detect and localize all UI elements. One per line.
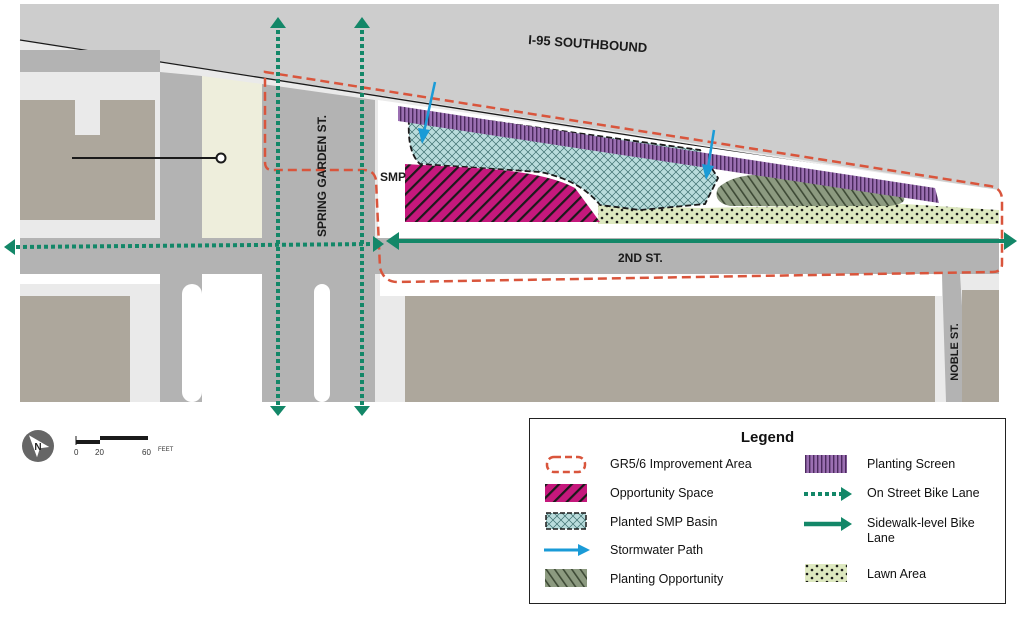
- lawn-area-swatch: [805, 564, 847, 582]
- legend-label-lawn-area: Lawn Area: [867, 567, 927, 581]
- i95-highway: [20, 4, 999, 190]
- improvement-area-swatch: [544, 454, 588, 476]
- label-2nd-st: 2ND ST.: [618, 251, 663, 265]
- label-smp: SMP: [380, 170, 406, 184]
- lawn-area: [598, 204, 999, 224]
- opportunity-space-swatch: [545, 484, 587, 502]
- planted-smp-basin-swatch: [545, 512, 587, 530]
- sidewalk-bike-arrow-east: [1004, 232, 1017, 250]
- legend-label-planted-smp-basin: Planted SMP Basin: [610, 515, 718, 529]
- north-letter: N: [34, 442, 41, 453]
- legend-label-sidewalk-bike-lane-line2: Lane: [867, 531, 895, 545]
- legend-label-sidewalk-bike-lane-line1: Sidewalk-level Bike: [867, 516, 975, 530]
- planted-smp-basin: [407, 108, 720, 211]
- label-noble-st: NOBLE ST.: [949, 323, 961, 380]
- legend-label-sidewalk-bike-lane: Sidewalk-level Bike Lane: [867, 516, 975, 546]
- building-south: [405, 296, 935, 402]
- bike-lane-arrowheads: [4, 17, 384, 416]
- sidewalk-bike-lane-swatch: [802, 515, 854, 533]
- sidewalk-bike-arrow-west: [386, 232, 399, 250]
- scale-0: 0: [74, 448, 79, 457]
- callout-point: [215, 152, 227, 164]
- legend-label-planting-opportunity: Planting Opportunity: [610, 572, 724, 586]
- scale-unit: FEET: [158, 447, 174, 453]
- buildings: [20, 100, 999, 402]
- legend-label-stormwater-path: Stormwater Path: [610, 543, 704, 557]
- legend-label-improvement-area: GR5/6 Improvement Area: [610, 457, 752, 471]
- legend-title: Legend: [740, 429, 795, 446]
- north-arrow: N: [22, 430, 54, 462]
- stormwater-path-swatch: [542, 542, 592, 558]
- building-west: [20, 100, 155, 220]
- legend-label-opportunity-space: Opportunity Space: [610, 486, 714, 500]
- planting-opportunity: [716, 174, 905, 206]
- planting-screen: [398, 106, 939, 203]
- scale-20: 20: [95, 448, 104, 457]
- scale-60: 60: [142, 448, 151, 457]
- building-southwest: [20, 296, 130, 402]
- building-southeast: [962, 290, 999, 402]
- label-spring-garden-st: SPRING GARDEN ST.: [315, 115, 329, 237]
- legend-label-on-street-bike-lane: On Street Bike Lane: [867, 486, 980, 500]
- legend-label-planting-screen: Planting Screen: [867, 457, 956, 471]
- on-street-bike-lane-swatch: [802, 485, 854, 503]
- stormwater-paths: [418, 81, 716, 180]
- planting-opportunity-swatch: [545, 569, 587, 587]
- legend-box: Legend GR5/6 Improvement Area Opportunit…: [529, 418, 1006, 604]
- planting-screen-swatch: [805, 455, 847, 473]
- scale-bar: 0 20 60 FEET: [74, 436, 174, 457]
- opportunity-space: [405, 164, 600, 222]
